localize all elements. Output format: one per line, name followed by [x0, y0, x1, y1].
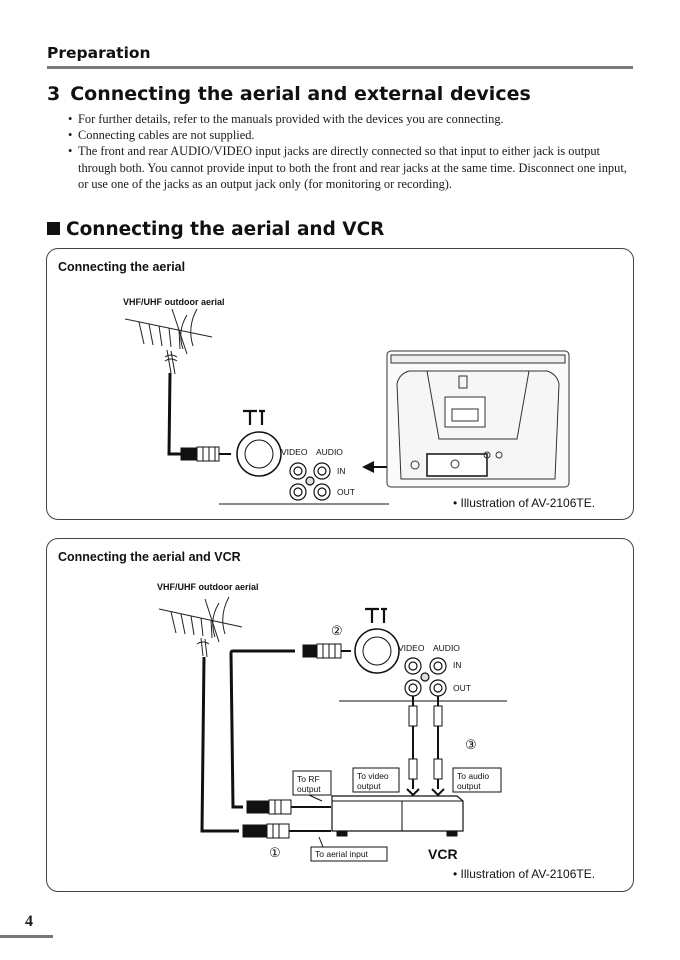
aerial-label: VHF/UHF outdoor aerial — [157, 582, 259, 592]
aerial-to-vcr-cable — [200, 656, 239, 833]
square-bullet-icon — [47, 222, 60, 235]
video-label: VIDEO — [281, 447, 308, 457]
footer-bar — [0, 935, 53, 938]
aerial-connection-diagram: VHF/UHF outdoor aerial — [123, 297, 570, 505]
step-2-marker: ② — [331, 623, 343, 638]
label-box-to-audio: To audio output — [431, 767, 502, 797]
subsection-title: Connecting the aerial and VCR — [47, 219, 384, 240]
step-1-marker: ① — [269, 845, 281, 860]
to-rf-label-line2: output — [297, 784, 321, 794]
label-box-to-aerial-input: To aerial input — [310, 836, 388, 862]
step-3-marker: ③ — [465, 737, 477, 752]
to-video-label-line2: output — [357, 781, 381, 791]
video-label: VIDEO — [398, 643, 425, 653]
bullet-list: For further details, refer to the manual… — [68, 111, 633, 192]
panel-connecting-aerial-vcr: Connecting the aerial and VCR VHF/UHF ou… — [46, 538, 634, 892]
aerial-cable — [167, 372, 187, 456]
page-number: 4 — [25, 913, 33, 930]
vcr-rf-connectors — [242, 799, 331, 839]
aerial-vcr-connection-diagram: VHF/UHF outdoor aerial — [157, 582, 507, 862]
panel-connecting-aerial: Connecting the aerial VHF/UHF outdoor ae… — [46, 248, 634, 520]
to-audio-label-line1: To audio — [457, 771, 489, 781]
aerial-plug-icon — [180, 446, 231, 462]
panel-title: Connecting the aerial and VCR — [58, 550, 241, 564]
section-rule — [47, 66, 633, 69]
aerial-icon — [158, 596, 243, 658]
panel-title: Connecting the aerial — [58, 260, 186, 274]
av-jack-panel — [289, 462, 331, 501]
out-label: OUT — [337, 487, 355, 497]
chapter-title: 3 Connecting the aerial and external devi… — [47, 83, 531, 105]
bullet-item: The front and rear AUDIO/VIDEO input jac… — [68, 143, 633, 192]
in-label: IN — [453, 660, 462, 670]
chapter-number: 3 — [47, 83, 61, 105]
bullet-item: Connecting cables are not supplied. — [68, 127, 633, 143]
tv-rear-icon — [386, 350, 570, 488]
vcr-label: VCR — [428, 846, 458, 862]
aerial-jack-icon — [354, 607, 400, 674]
label-box-to-rf: To RF output — [292, 770, 332, 802]
bullet-item: For further details, refer to the manual… — [68, 111, 633, 127]
to-rf-label-line1: To RF — [297, 774, 320, 784]
to-video-label-line1: To video — [357, 771, 389, 781]
to-aerial-input-label: To aerial input — [315, 849, 369, 859]
in-label: IN — [337, 466, 346, 476]
aerial-label: VHF/UHF outdoor aerial — [123, 297, 225, 307]
to-audio-label-line2: output — [457, 781, 481, 791]
aerial-icon — [124, 308, 213, 375]
illustration-caption: • Illustration of AV-2106TE. — [453, 867, 596, 881]
av-jack-panel — [404, 657, 447, 697]
vcr-to-tv-rf-cable — [229, 649, 295, 809]
aerial-jack-icon — [236, 409, 282, 477]
subsection-title-text: Connecting the aerial and VCR — [66, 219, 385, 240]
vcr-icon — [331, 795, 464, 837]
out-label: OUT — [453, 683, 471, 693]
audio-label: AUDIO — [433, 643, 460, 653]
av-cables — [408, 696, 443, 789]
audio-label: AUDIO — [316, 447, 343, 457]
section-title: Preparation — [47, 44, 151, 62]
illustration-caption: • Illustration of AV-2106TE. — [453, 496, 596, 510]
chapter-title-text: Connecting the aerial and external devic… — [70, 83, 531, 105]
rf-plug-icon — [302, 643, 351, 659]
label-box-to-video: To video output — [352, 767, 420, 797]
